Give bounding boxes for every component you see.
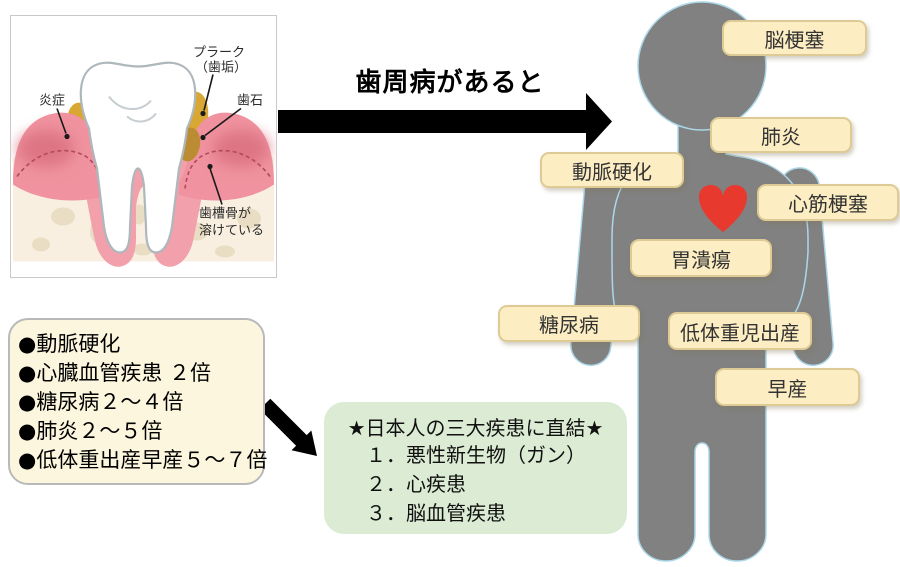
tag-label: 脳梗塞 [764, 27, 825, 52]
tag-premature-birth: 早産 [715, 368, 860, 406]
receding-bone-dashed-line [16, 149, 271, 189]
inflammation-label: 炎症 [39, 94, 65, 109]
tag-low-birth-weight: 低体重児出産 [668, 312, 812, 350]
pointer-lines [56, 74, 242, 205]
tag-pneumonia: 肺炎 [710, 117, 852, 153]
tooth-diagram-illustration: プラーク （歯垢） 炎症 歯石 歯槽骨が 溶けている [13, 46, 274, 267]
risk-item: ●低体重出産早産５～７倍 [18, 448, 268, 472]
tartar-label: 歯石 [237, 94, 263, 109]
tag-diabetes: 糖尿病 [498, 305, 640, 342]
plaque-label-line2: （歯垢） [195, 61, 247, 76]
major-diseases-box: ★日本人の三大疾患に直結★ １．悪性新生物（ガン） ２．心疾患 ３．脳血管疾患 [324, 402, 627, 534]
pointer-dots [64, 110, 213, 170]
risk-item: ●糖尿病２～４倍 [18, 390, 184, 414]
gum-left [13, 112, 109, 201]
tag-cerebral-infarction: 脳梗塞 [722, 20, 867, 56]
tag-label: 低体重児出産 [680, 320, 800, 345]
tag-myocardial-infarction: 心筋梗塞 [757, 184, 899, 221]
tag-arteriosclerosis: 動脈硬化 [540, 152, 684, 188]
major-diseases-title: ★日本人の三大疾患に直結★ [347, 416, 604, 440]
risk-item: ●肺炎２～５倍 [18, 419, 163, 443]
diagonal-arrow [259, 398, 317, 456]
heart-icon [699, 185, 747, 232]
risk-list-box: ●動脈硬化 ●心臓血管疾患 ２倍 ●糖尿病２～４倍 ●肺炎２～５倍 ●低体重出産… [8, 318, 268, 485]
gum-right [179, 112, 274, 201]
tag-label: 心筋梗塞 [788, 192, 868, 216]
plaque-label-line1: プラーク [193, 46, 245, 61]
headline-text: 歯周病があると [355, 68, 545, 98]
tag-label: 早産 [767, 376, 808, 401]
tooth-diagram-panel: プラーク （歯垢） 炎症 歯石 歯槽骨が 溶けている [10, 15, 277, 278]
major-disease-item: １．悪性新生物（ガン） [366, 443, 586, 467]
major-disease-item: ３．脳血管疾患 [366, 501, 506, 525]
tag-label: 胃潰瘍 [671, 247, 731, 272]
bone-loss-label-line1: 歯槽骨が [199, 207, 251, 222]
bone-loss-label-line2: 溶けている [199, 224, 264, 239]
tag-label: 肺炎 [761, 124, 801, 149]
major-disease-item: ２．心疾患 [366, 472, 466, 496]
risk-item: ●心臓血管疾患 ２倍 [18, 361, 211, 385]
tooth-shape [79, 61, 197, 254]
tooth-occlusal-groove [108, 95, 157, 123]
risk-item: ●動脈硬化 [18, 332, 121, 356]
main-arrow-right [278, 93, 612, 150]
tag-label: 動脈硬化 [572, 159, 652, 184]
tag-gastric-ulcer: 胃潰瘍 [630, 239, 772, 277]
tag-label: 糖尿病 [539, 313, 599, 337]
